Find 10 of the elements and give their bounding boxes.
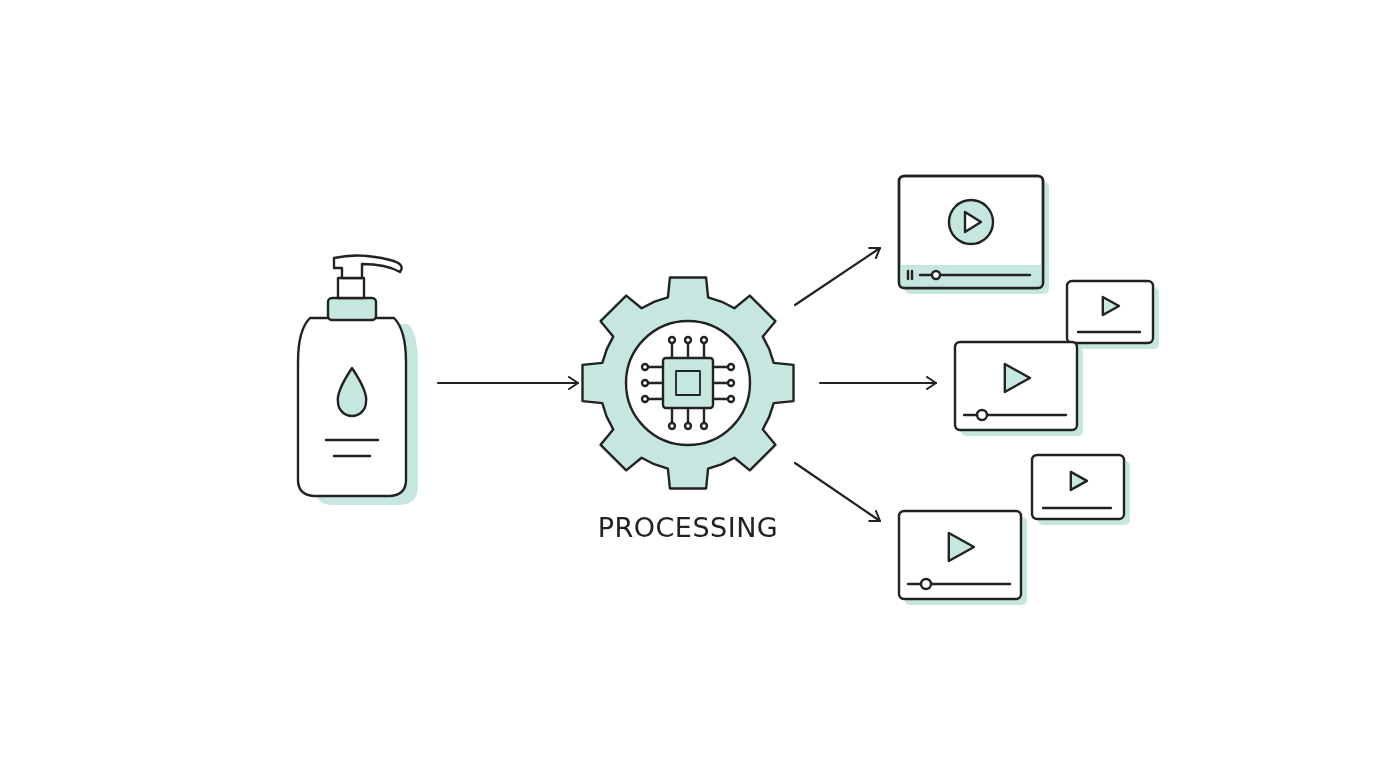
arrow xyxy=(436,376,580,390)
arrow xyxy=(793,461,882,523)
video-player-icon xyxy=(954,341,1084,437)
video-player-icon xyxy=(898,510,1028,606)
arrow xyxy=(793,246,882,307)
video-player-icon xyxy=(1031,454,1131,526)
node-label: PROCESSING xyxy=(596,512,780,543)
video-player-icon xyxy=(898,175,1050,295)
arrow xyxy=(818,376,938,390)
video-player-icon xyxy=(1066,280,1160,350)
